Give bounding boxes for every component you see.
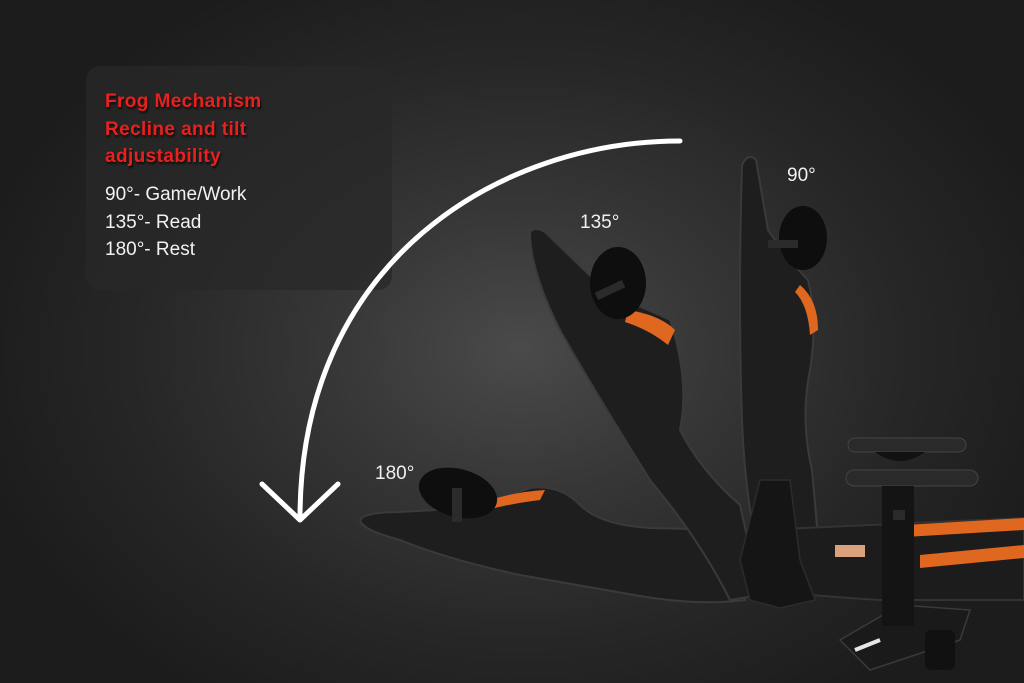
mode-90: 90°- Game/Work [105,184,247,205]
recline-modes-list: 90°- Game/Work 135°- Read 180°- Rest [105,181,246,264]
headline-line-1: Frog Mechanism [105,91,262,112]
headline-line-2: Recline and tilt [105,118,247,140]
mode-135: 135°- Read [105,211,202,233]
angle-label-135: 135° [580,212,620,233]
chair-mechanism [739,479,972,671]
angle-label-90: 90° [787,165,816,186]
chair-back-135 [528,228,762,602]
headline-line-3: adjustability [105,146,222,167]
info-panel [86,66,392,290]
angle-label-180: 180° [375,463,415,484]
chair-armrests [845,437,979,626]
mode-180: 180°- Rest [105,239,195,260]
chair-back-180 [358,467,747,604]
curved-arrow-down-icon [259,138,683,523]
chair-back-90 [739,155,827,561]
feature-headline: Frog Mechanism Recline and tilt adjustab… [105,88,262,171]
